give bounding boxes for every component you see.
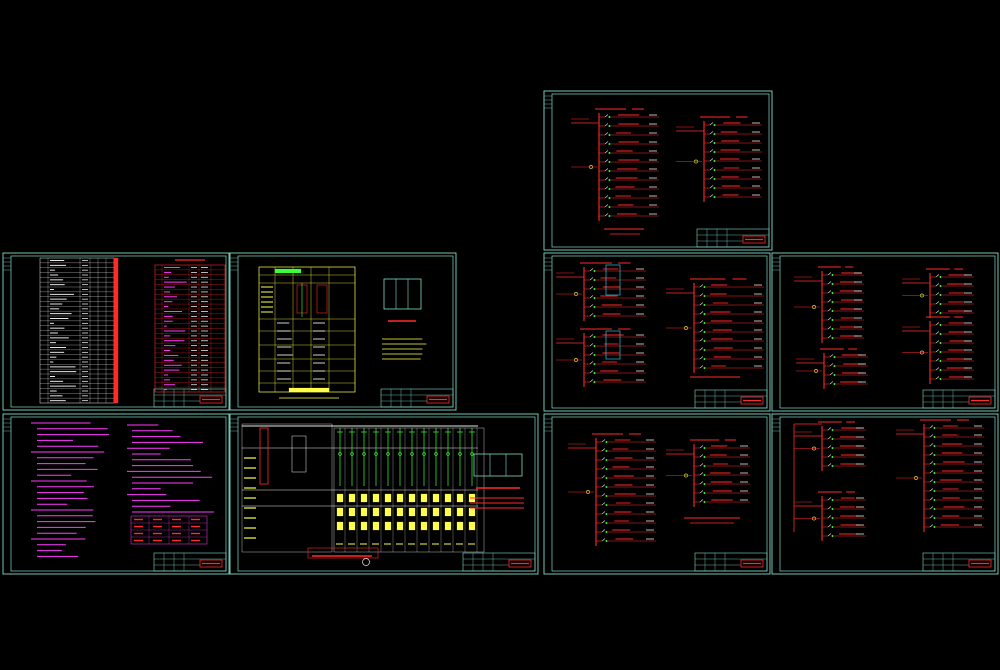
title-block — [922, 389, 996, 409]
sheet-schematic-5 — [771, 413, 999, 575]
sheet-index-table — [2, 252, 230, 411]
sheet-panel-elevation — [229, 252, 457, 411]
sheet-schematic-4 — [543, 413, 771, 575]
title-block — [696, 228, 770, 248]
title-block — [462, 552, 536, 572]
title-block — [922, 552, 996, 572]
sheet-schematic-3 — [771, 252, 999, 412]
title-block — [694, 389, 768, 409]
title-block — [153, 552, 227, 572]
title-block — [380, 388, 454, 408]
sheet-top-schematic — [543, 90, 773, 251]
sheet-single-line — [229, 413, 539, 575]
title-block — [694, 552, 768, 572]
sheet-schematic-2 — [543, 252, 771, 412]
sheet-notes — [2, 413, 230, 575]
